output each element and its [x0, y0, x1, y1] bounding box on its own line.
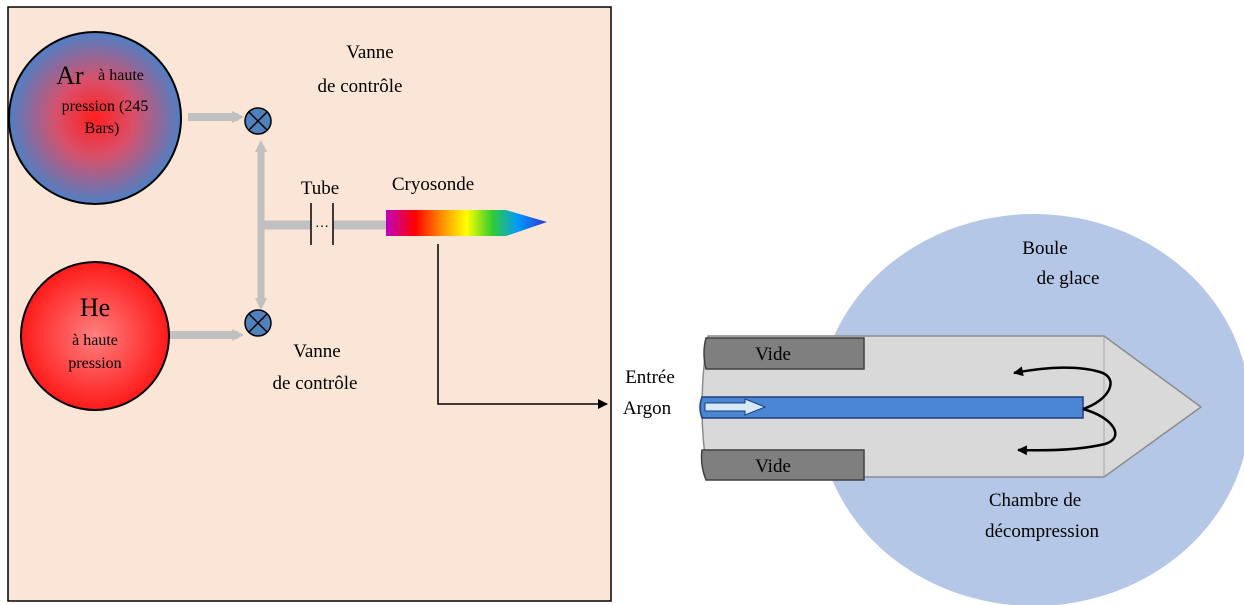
inlet-label-line2: Argon — [623, 398, 672, 419]
cryoprobe — [386, 210, 547, 236]
ice-ball-label-line2: de glace — [1037, 268, 1100, 289]
helium-tank: He à haute pression — [20, 261, 170, 411]
argon-line3: Bars) — [85, 120, 120, 137]
zoom-connector-arrow — [437, 244, 608, 409]
tube-gap: … — [315, 216, 329, 231]
helium-line2: pression — [68, 355, 121, 372]
chamber-label-line2: décompression — [985, 521, 1099, 542]
vacuum-top-block — [703, 337, 865, 370]
helium-line1: à haute — [72, 332, 118, 349]
vacuum-bottom-block — [700, 449, 865, 481]
tube-break: … — [310, 203, 334, 245]
argon-symbol: Ar — [56, 61, 84, 90]
chamber-label-line1: Chambre de — [989, 490, 1081, 511]
valve-top-label-line1: Vanne — [346, 42, 393, 63]
inlet-label-line1: Entrée — [625, 367, 675, 388]
valve-top-label-line2: de contrôle — [318, 76, 403, 97]
valve-top-icon — [244, 107, 272, 135]
valve-bottom-icon — [244, 309, 272, 337]
argon-tank: Ar à haute pression (245 Bars) — [8, 31, 182, 205]
return-flow-bottom-arrow — [1017, 407, 1117, 456]
valve-bottom-label-line2: de contrôle — [273, 373, 358, 394]
vacuum-top-label: Vide — [755, 344, 791, 365]
ice-ball-label-line1: Boule — [1022, 238, 1067, 259]
tube-label: Tube — [301, 178, 339, 199]
argon-line2: pression (245 — [62, 98, 149, 115]
probe-label: Cryosonde — [392, 174, 474, 195]
vacuum-bottom-label: Vide — [755, 456, 791, 477]
helium-symbol: He — [80, 293, 110, 322]
argon-line1: à haute — [98, 67, 144, 84]
return-flow-top-arrow — [1013, 366, 1112, 411]
inner-argon-tube — [699, 396, 1084, 419]
inflow-arrow-icon — [704, 398, 767, 416]
valve-bottom-label-line1: Vanne — [293, 341, 340, 362]
